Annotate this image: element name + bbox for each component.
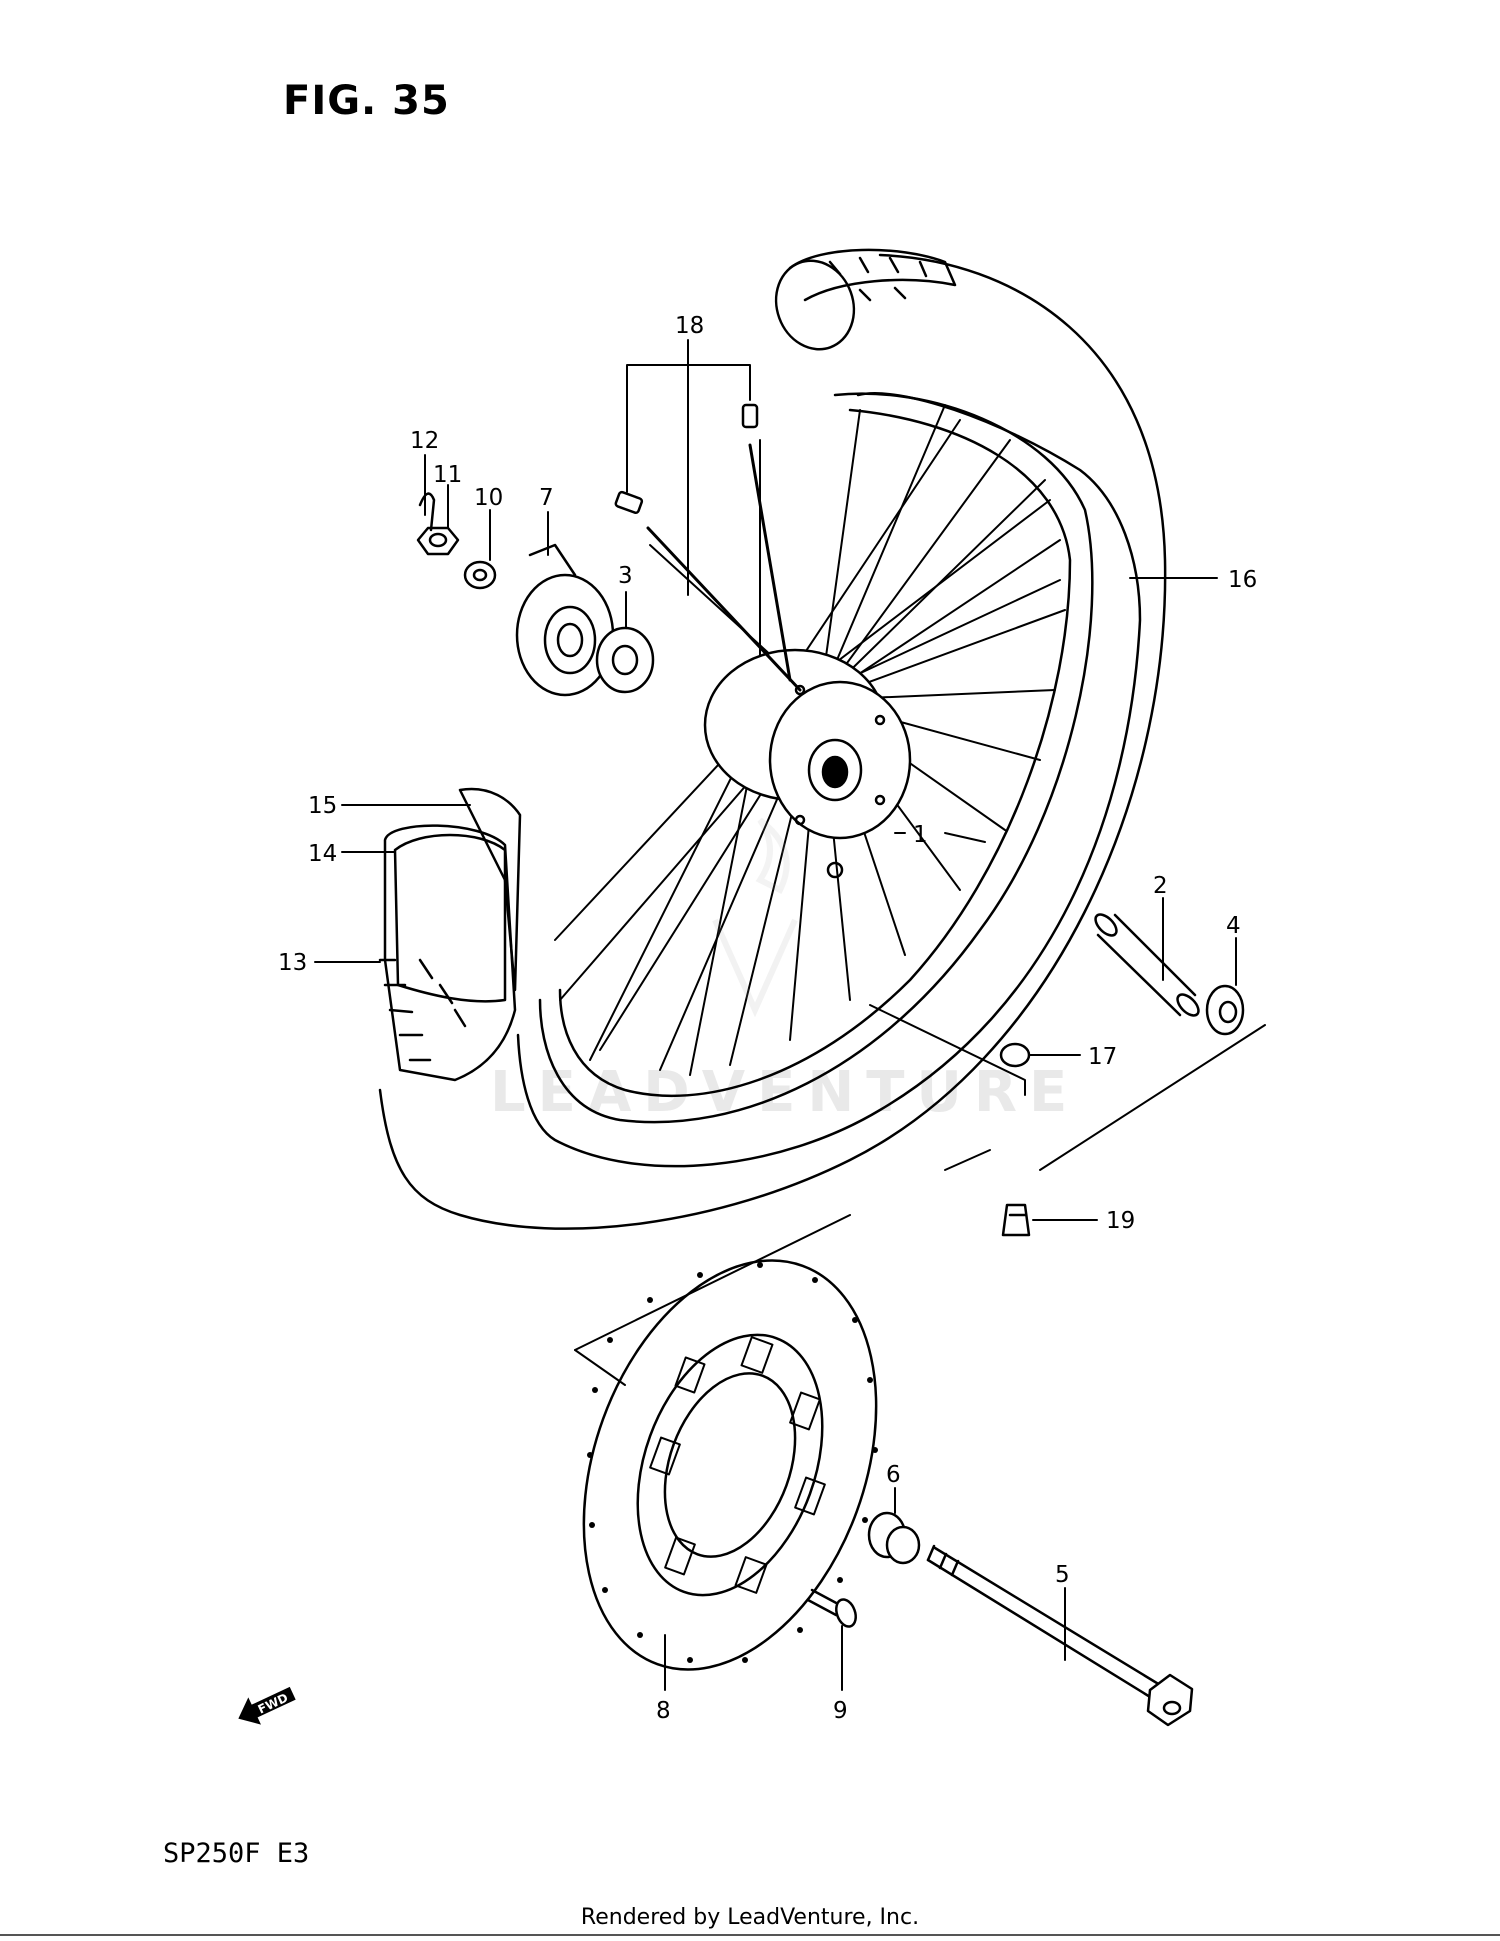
axle-sleeve [1094, 913, 1200, 1017]
hub-bolt-hole [826, 861, 844, 879]
callout-8: 8 [656, 1698, 671, 1724]
brake-disc [582, 1259, 878, 1671]
tube-section [393, 833, 507, 1003]
leadventure-logo [712, 817, 798, 1018]
callout-12: 12 [410, 428, 439, 454]
rim-band-section [458, 787, 522, 992]
tread-detail-left [378, 958, 467, 1062]
callout-2: 2 [1153, 873, 1168, 899]
callout-11: 11 [433, 462, 462, 488]
callout-19: 19 [1106, 1208, 1135, 1234]
bearing [595, 626, 655, 694]
callout-17: 17 [1088, 1044, 1117, 1070]
tire-section-top [774, 259, 856, 351]
tire-inner-edge [516, 392, 1142, 1168]
fwd-arrow-icon: FWD [238, 1686, 296, 1725]
spacer-bushing [1205, 984, 1245, 1036]
leader-lines [314, 339, 1266, 1691]
callout-9: 9 [833, 1698, 848, 1724]
axle-spacer [867, 1511, 921, 1565]
cotter-pin [418, 492, 436, 532]
hub-bore [821, 755, 849, 789]
hub-bolt-hole [794, 684, 806, 696]
washer [463, 560, 497, 590]
rim-plug [999, 1042, 1031, 1068]
callout-5: 5 [1055, 1562, 1070, 1588]
footer-divider [0, 1934, 1500, 1936]
fwd-label: FWD [256, 1691, 290, 1717]
spoke-set [614, 403, 802, 692]
valve-cap [1001, 1203, 1031, 1237]
callout-1: 1 [913, 822, 928, 848]
callout-10: 10 [474, 485, 503, 511]
hub-bolt-hole [874, 714, 886, 726]
tire-section-left [383, 824, 517, 1082]
tire-outer [378, 253, 1167, 1230]
hub-bolt-hole [794, 814, 806, 826]
callout-4: 4 [1226, 913, 1241, 939]
callout-3: 3 [618, 563, 633, 589]
callout-6: 6 [886, 1462, 901, 1488]
callout-14: 14 [308, 841, 337, 867]
rim-outer [538, 392, 1094, 1124]
callout-13: 13 [278, 950, 307, 976]
callout-18: 18 [675, 313, 704, 339]
callout-labels: 1 2 3 4 5 6 7 8 9 10 11 12 13 14 15 16 1… [278, 313, 1257, 1724]
tire-tread-top [788, 248, 957, 302]
callout-16: 16 [1228, 567, 1257, 593]
rim-inner [558, 408, 1072, 1098]
callout-7: 7 [539, 485, 554, 511]
wheel-assembly [378, 248, 1167, 1230]
model-code: SP250F E3 [163, 1838, 310, 1869]
footer-credit: Rendered by LeadVenture, Inc. [580, 1905, 920, 1930]
tread-detail [828, 256, 928, 302]
disc-bolt [806, 1588, 857, 1628]
hub-bolt-hole [874, 794, 886, 806]
axle-nut [416, 526, 460, 556]
figure-title: FIG. 35 [283, 78, 450, 124]
front-axle [926, 1544, 1194, 1727]
callout-15: 15 [308, 793, 337, 819]
